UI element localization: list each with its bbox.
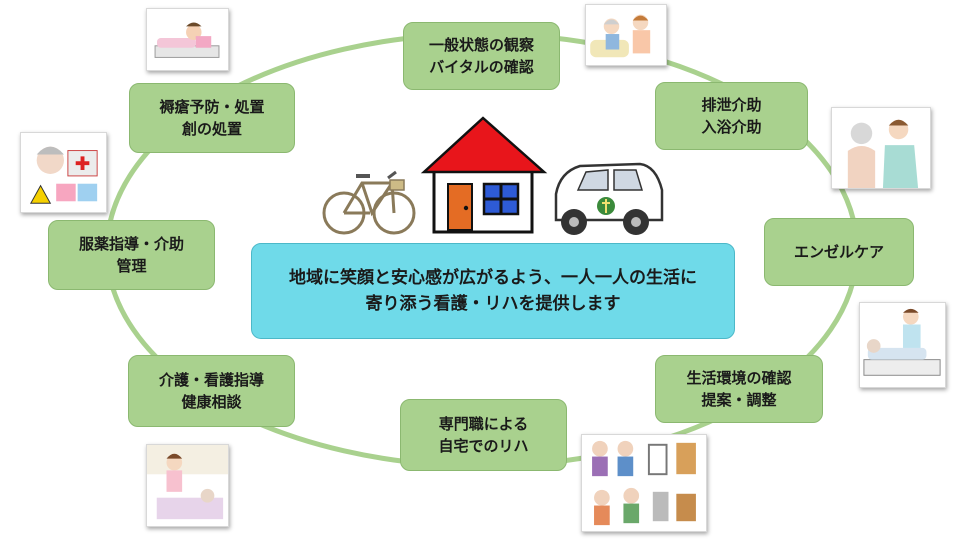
nurse-checking-vitals-illustration [585,4,667,66]
node-home-rehab-line-1: 専門職による [438,415,529,433]
node-observation-line-1: 一般状態の観察 [428,36,534,54]
mission-line-1: 地域に笑顔と安心感が広がるよう、一人一人の生活に [289,268,697,288]
node-environment-line-2: 提案・調整 [701,391,777,409]
node-guidance-line-2: 健康相談 [181,393,242,411]
bicycle-icon [322,170,416,235]
node-pressure-ulcer-line-1: 褥瘡予防・処置 [159,98,265,116]
patient-in-bed-illustration [146,8,229,71]
node-environment-line-1: 生活環境の確認 [686,369,792,387]
node-observation-line-2: バイタルの確認 [429,58,534,76]
node-guidance: 介護・看護指導 健康相談 [128,355,295,427]
medicine-illustration [20,132,107,213]
mission-statement: 地域に笑顔と安心感が広がるよう、一人一人の生活に 寄り添う看護・リハを提供します [251,243,735,339]
car-icon [554,162,664,235]
node-medication: 服薬指導・介助 管理 [48,220,215,290]
bedside-care-illustration [859,302,946,388]
node-angel-care-line-1: エンゼルケア [793,243,884,261]
node-pressure-ulcer-line-2: 創の処置 [181,120,242,138]
node-excretion-line-2: 入浴介助 [701,118,762,136]
node-observation: 一般状態の観察 バイタルの確認 [403,22,560,90]
node-angel-care: エンゼルケア [764,218,914,286]
node-medication-line-2: 管理 [116,257,147,275]
node-home-rehab-line-2: 自宅でのリハ [438,437,529,455]
node-guidance-line-1: 介護・看護指導 [158,371,264,389]
house-icon [420,116,548,234]
rehab-equipment-illustration [581,434,707,532]
node-environment: 生活環境の確認 提案・調整 [655,355,823,423]
node-home-rehab: 専門職による 自宅でのリハ [400,399,567,471]
node-pressure-ulcer: 褥瘡予防・処置 創の処置 [129,83,295,153]
home-nursing-illustration [146,444,229,527]
mission-line-2: 寄り添う看護・リハを提供します [365,294,621,314]
node-excretion: 排泄介助 入浴介助 [655,82,808,150]
node-excretion-line-1: 排泄介助 [701,96,762,114]
node-medication-line-1: 服薬指導・介助 [78,235,184,253]
bathing-assistance-illustration [831,107,931,189]
